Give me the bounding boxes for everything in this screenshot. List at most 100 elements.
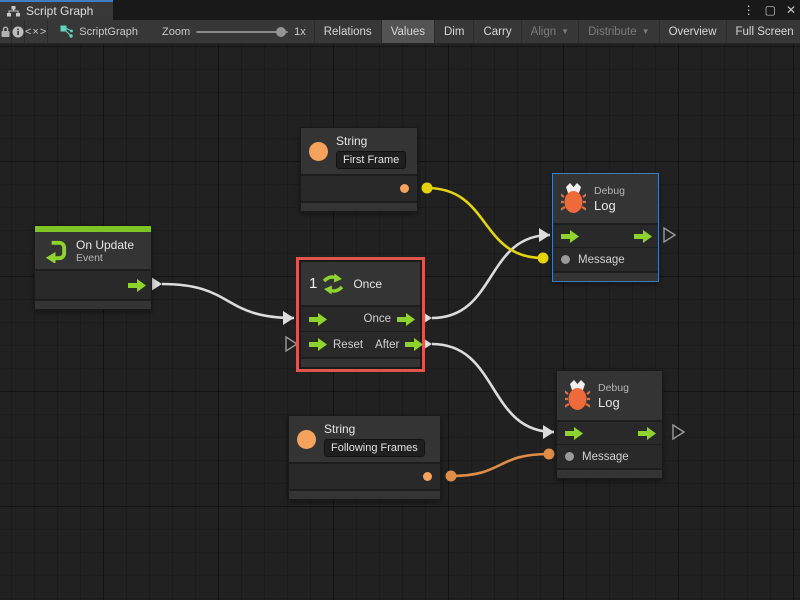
toolbar: <×> ScriptGraph Zoom 1x Relations Values… (0, 20, 800, 44)
chevron-down-icon: ▼ (561, 27, 570, 36)
align-dropdown[interactable]: Align▼ (520, 20, 579, 43)
node-title: On Update (76, 237, 135, 252)
string-literal-icon (309, 141, 328, 161)
exec-output-port[interactable] (128, 278, 146, 292)
node-header: String First Frame (301, 128, 417, 174)
node-title: Debug (594, 184, 625, 197)
string-value-field[interactable]: Following Frames (324, 438, 425, 457)
tab-title: Script Graph (26, 4, 94, 18)
dim-button[interactable]: Dim (434, 20, 473, 43)
message-row: Message (557, 444, 662, 468)
node-string-first-frame[interactable]: String First Frame (300, 127, 418, 212)
node-title: Once (353, 276, 383, 291)
node-on-update[interactable]: On Update Event (34, 225, 152, 310)
overview-button[interactable]: Overview (658, 20, 726, 43)
exec-output-port[interactable] (634, 229, 652, 243)
port-row: Once (301, 305, 420, 331)
port-label-after: After (375, 338, 400, 351)
value-input-port[interactable] (565, 452, 574, 461)
graph-breadcrumb[interactable]: ScriptGraph (48, 20, 148, 43)
maximize-button[interactable]: ▢ (764, 3, 776, 17)
zoom-label: Zoom (161, 25, 191, 38)
string-value-field[interactable]: First Frame (336, 150, 407, 169)
node-header: On Update Event (35, 232, 151, 269)
info-button[interactable] (12, 20, 25, 43)
output-row (289, 462, 440, 489)
cycle-icon (323, 273, 344, 294)
loop-event-icon (45, 240, 67, 263)
output-row (301, 174, 417, 201)
node-title: Debug (598, 381, 629, 394)
node-title: String (324, 421, 356, 436)
node-title: String (336, 133, 368, 148)
script-graph-icon (60, 25, 74, 38)
window-menu-button[interactable]: ⋮ (742, 3, 755, 17)
bug-icon (565, 379, 590, 410)
value-output-port[interactable] (400, 184, 409, 193)
graph-tab-icon (7, 5, 20, 16)
node-once-selected[interactable]: 1 Once Once (300, 261, 424, 368)
chevron-down-icon: ▼ (641, 27, 650, 36)
close-button[interactable]: ✕ (785, 3, 796, 17)
zoom-slider-track[interactable] (196, 30, 289, 33)
node-string-following-frames[interactable]: String Following Frames (288, 415, 441, 500)
node-header: Debug Log (557, 371, 662, 420)
node-footer (553, 271, 658, 281)
tab-script-graph[interactable]: Script Graph (0, 0, 113, 20)
code-view-button[interactable]: <×> (25, 20, 49, 43)
port-label-message: Message (582, 450, 629, 463)
titlebar: Script Graph ⋮ ▢ ✕ (0, 0, 800, 20)
exec-input-port[interactable] (561, 229, 579, 243)
toolbar-buttons: Relations Values Dim Carry Align▼ Distri… (313, 20, 800, 43)
value-output-port[interactable] (423, 472, 432, 481)
node-footer (289, 489, 440, 499)
carry-button[interactable]: Carry (473, 20, 520, 43)
distribute-dropdown[interactable]: Distribute▼ (578, 20, 659, 43)
unconnected-exec-port-triangle (663, 226, 677, 244)
node-subtitle: Log (598, 394, 620, 410)
lock-icon (1, 26, 10, 37)
bug-icon (561, 182, 586, 213)
unconnected-exec-port-triangle (672, 423, 686, 441)
node-subtitle: Event (76, 251, 103, 264)
node-footer (301, 201, 417, 211)
port-row: Reset After (301, 331, 424, 357)
exec-output-port-after[interactable] (405, 338, 424, 351)
port-label-reset: Reset (333, 338, 364, 351)
graph-canvas[interactable]: String First Frame On Update Event (0, 44, 800, 600)
zoom-slider[interactable] (196, 20, 289, 43)
exec-row (557, 420, 662, 444)
string-literal-icon (297, 429, 316, 449)
node-footer (35, 299, 151, 309)
message-row: Message (553, 247, 658, 271)
graph-breadcrumb-label: ScriptGraph (79, 25, 138, 38)
node-header: 1 Once (301, 262, 420, 305)
exec-input-port[interactable] (309, 312, 327, 326)
output-row (35, 269, 151, 299)
zoom-slider-handle[interactable] (276, 26, 287, 37)
port-label-message: Message (578, 253, 625, 266)
node-debug-log-top[interactable]: Debug Log Message (552, 173, 659, 282)
port-label-once: Once (363, 313, 392, 325)
exec-row (553, 223, 658, 247)
exec-output-port[interactable] (638, 426, 656, 440)
exec-output-port-once[interactable] (397, 312, 415, 326)
exec-input-port-reset[interactable] (309, 338, 327, 351)
node-footer (557, 468, 662, 478)
fullscreen-button[interactable]: Full Screen (725, 20, 800, 43)
info-icon (12, 26, 24, 37)
once-counter: 1 (309, 275, 318, 292)
relations-button[interactable]: Relations (313, 20, 381, 43)
value-input-port[interactable] (561, 255, 570, 264)
exec-input-port[interactable] (565, 426, 583, 440)
lock-button[interactable] (0, 20, 12, 43)
node-debug-log-bottom[interactable]: Debug Log Message (556, 370, 663, 479)
node-header: String Following Frames (289, 416, 440, 462)
zoom-value: 1x (294, 25, 306, 38)
event-strip (35, 226, 151, 232)
unconnected-exec-port-triangle (285, 335, 299, 353)
values-button[interactable]: Values (380, 20, 434, 43)
node-subtitle: Log (594, 197, 616, 213)
node-footer (301, 357, 420, 367)
